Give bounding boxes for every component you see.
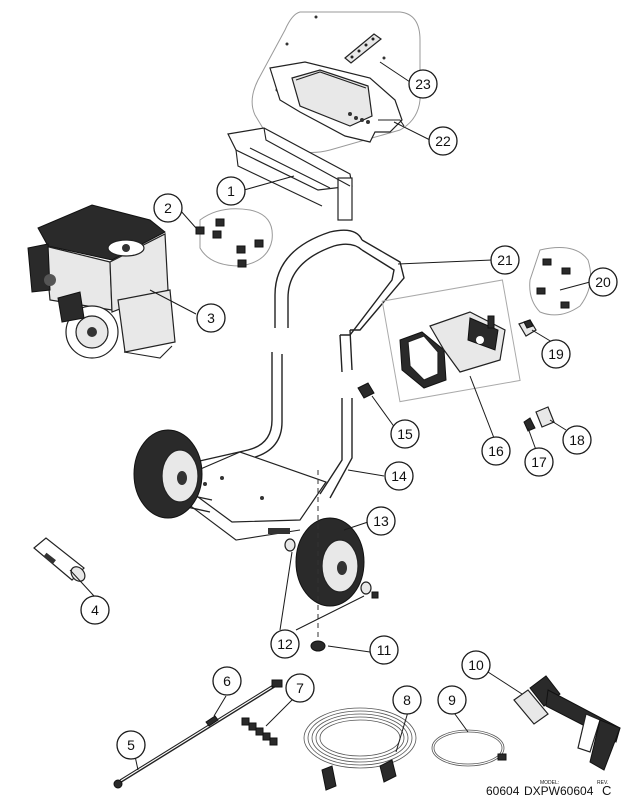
svg-text:21: 21 xyxy=(497,252,513,268)
model-number: 60604 xyxy=(486,784,520,797)
svg-text:8: 8 xyxy=(403,692,411,708)
rev-caption: REV. xyxy=(597,780,608,786)
svg-text:18: 18 xyxy=(569,432,585,448)
callout-10: 10 xyxy=(461,650,491,680)
svg-text:19: 19 xyxy=(548,346,564,362)
svg-text:3: 3 xyxy=(207,310,215,326)
part-handle-tray xyxy=(227,127,353,221)
svg-text:4: 4 xyxy=(91,602,99,618)
callout-16: 16 xyxy=(481,436,511,466)
callout-21: 21 xyxy=(490,245,520,275)
part-axle-hardware xyxy=(284,470,379,652)
svg-text:17: 17 xyxy=(531,454,547,470)
part-left-wheel xyxy=(133,429,203,519)
svg-text:12: 12 xyxy=(277,636,293,652)
callout-14: 14 xyxy=(384,461,414,491)
svg-text:2: 2 xyxy=(164,200,172,216)
callout-2: 2 xyxy=(153,193,183,223)
callout-23: 23 xyxy=(408,69,438,99)
svg-text:23: 23 xyxy=(415,76,431,92)
part-handle-frame xyxy=(274,229,405,373)
svg-text:9: 9 xyxy=(448,692,456,708)
part-bracket-plate xyxy=(344,33,382,64)
callout-19: 19 xyxy=(541,339,571,369)
svg-text:7: 7 xyxy=(296,680,304,696)
svg-text:5: 5 xyxy=(127,737,135,753)
svg-text:22: 22 xyxy=(435,133,451,149)
part-nozzle-set xyxy=(241,717,278,746)
svg-text:15: 15 xyxy=(397,426,413,442)
callout-1: 1 xyxy=(216,176,246,206)
model-name: DXPW60604 xyxy=(524,784,594,797)
part-hose-coil xyxy=(303,707,417,791)
revision-letter: C xyxy=(602,783,611,797)
callout-15: 15 xyxy=(390,419,420,449)
part-mounting-screws xyxy=(195,208,273,268)
part-control-panel xyxy=(251,11,421,153)
part-small-fittings xyxy=(523,406,555,432)
svg-text:11: 11 xyxy=(377,642,392,658)
part-grip-sleeve xyxy=(33,537,86,582)
part-small-hose xyxy=(431,729,507,767)
svg-text:20: 20 xyxy=(595,274,611,290)
svg-text:1: 1 xyxy=(227,183,235,199)
callout-22: 22 xyxy=(428,126,458,156)
svg-text:16: 16 xyxy=(488,443,504,459)
part-pump-fitting xyxy=(518,319,537,337)
title-block: MODEL: REV. 60604 DXPW60604 C xyxy=(486,780,611,797)
svg-text:13: 13 xyxy=(373,513,389,529)
callout-20: 20 xyxy=(588,267,618,297)
model-caption: MODEL: xyxy=(540,780,559,786)
callout-12: 12 xyxy=(270,629,300,659)
part-engine xyxy=(27,204,176,359)
callout-18: 18 xyxy=(562,425,592,455)
callout-9: 9 xyxy=(437,685,467,715)
callout-13: 13 xyxy=(366,506,396,536)
part-pump-screws xyxy=(529,247,592,316)
callout-3: 3 xyxy=(196,303,226,333)
callout-11: 11 xyxy=(369,635,399,665)
svg-text:6: 6 xyxy=(223,673,231,689)
part-cap-fitting xyxy=(357,382,375,399)
svg-text:10: 10 xyxy=(468,657,484,673)
part-spray-lance xyxy=(113,679,283,789)
callout-8: 8 xyxy=(392,685,422,715)
part-spray-gun xyxy=(513,675,621,771)
callout-6: 6 xyxy=(212,666,242,696)
svg-text:14: 14 xyxy=(391,468,407,484)
callout-5: 5 xyxy=(116,730,146,760)
callout-7: 7 xyxy=(285,673,315,703)
callout-17: 17 xyxy=(524,447,554,477)
part-pump xyxy=(381,279,521,403)
part-right-wheel xyxy=(295,517,365,607)
callout-4: 4 xyxy=(80,595,110,625)
